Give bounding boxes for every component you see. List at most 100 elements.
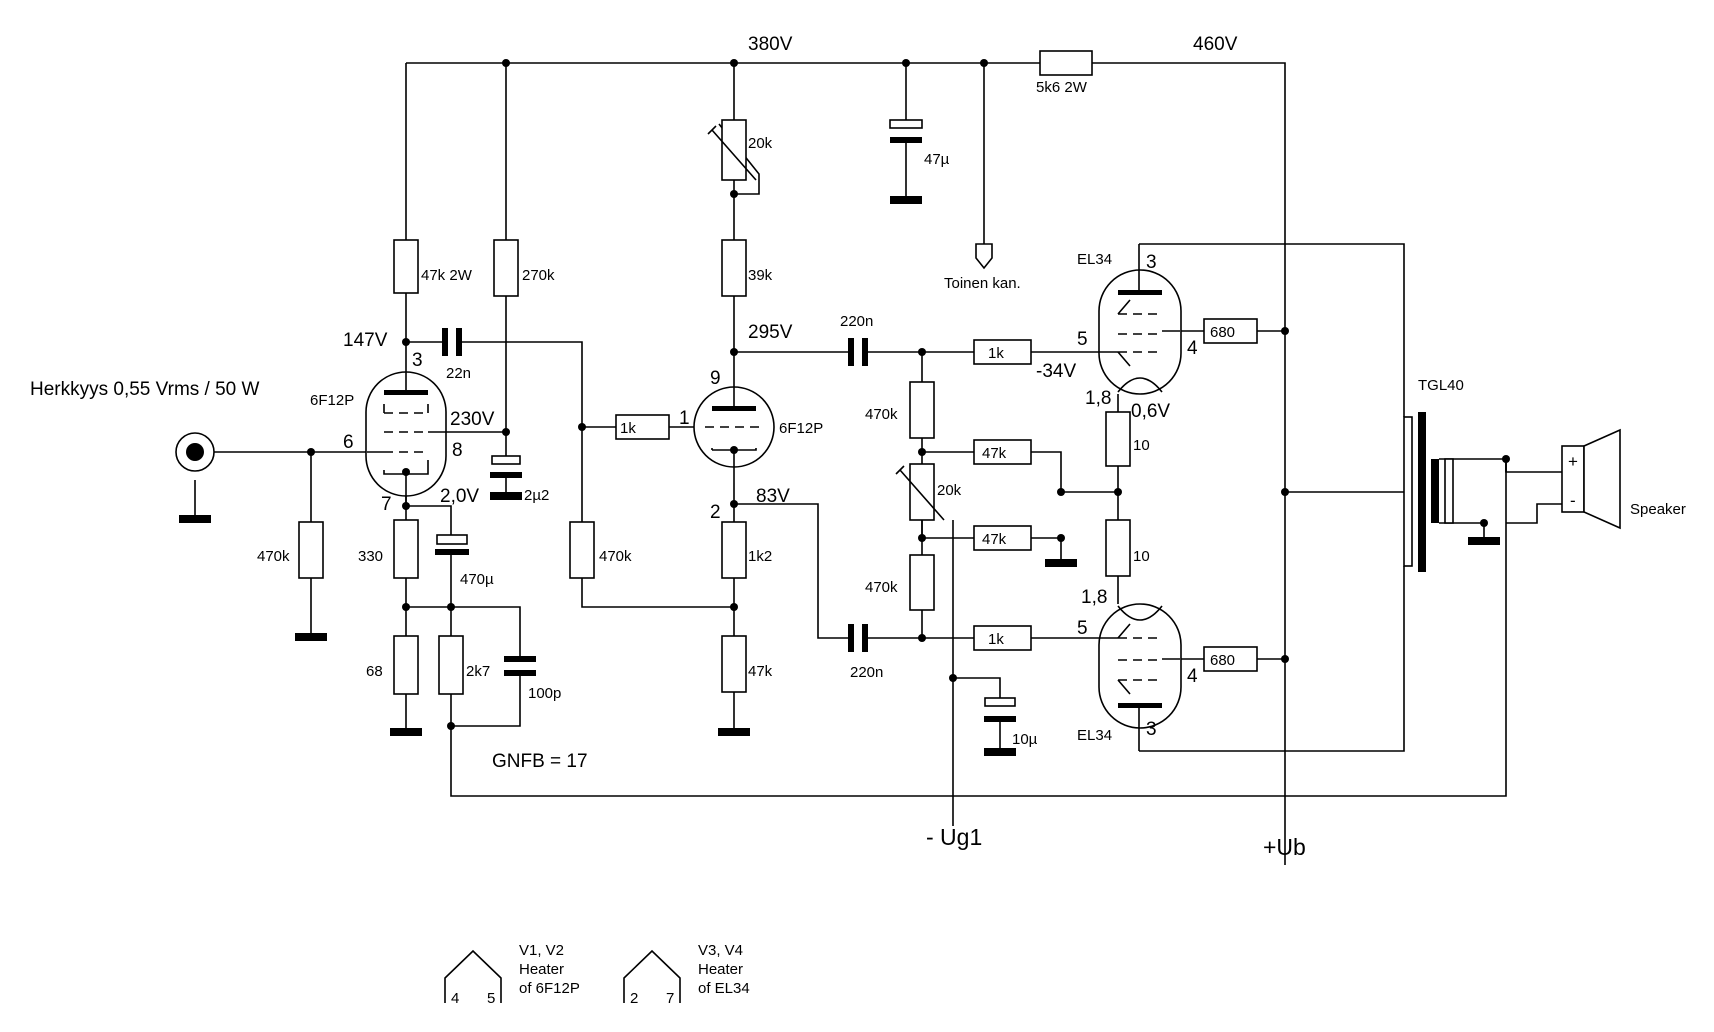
label-39k: 39k xyxy=(748,267,773,284)
speaker xyxy=(1561,428,1621,530)
resistors xyxy=(298,50,1258,695)
label-10u: 10µ xyxy=(1012,731,1038,748)
resistor-10-b xyxy=(1105,519,1131,577)
voltage-460v: 460V xyxy=(1193,34,1238,55)
pin-v1-6: 6 xyxy=(343,432,354,453)
label-1k-upper: 1k xyxy=(988,345,1004,362)
resistor-pot-20k-top xyxy=(721,119,747,181)
label-47k-b: 47k xyxy=(982,531,1007,548)
tube-label-v3: EL34 xyxy=(1077,251,1112,268)
neg-ug1-label: - Ug1 xyxy=(926,824,982,850)
pin-v2-1: 1 xyxy=(679,408,690,429)
label-680-upper: 680 xyxy=(1210,324,1235,341)
tube-label-v1: 6F12P xyxy=(310,392,354,409)
capacitors xyxy=(435,112,1016,748)
label-47k-cathode: 47k xyxy=(748,663,773,680)
pin-v4-3: 3 xyxy=(1146,719,1157,740)
pin-v1-7: 7 xyxy=(381,494,392,515)
voltage-295v: 295V xyxy=(748,322,793,343)
tube-label-v4: EL34 xyxy=(1077,727,1112,744)
pin-v1-8: 8 xyxy=(452,440,463,461)
voltage-0-6v: 0,6V xyxy=(1131,401,1170,422)
speaker-minus: - xyxy=(1570,491,1576,510)
resistor-47k-b xyxy=(973,525,1032,551)
pin-v3-3: 3 xyxy=(1146,252,1157,273)
label-10-a: 10 xyxy=(1133,437,1150,454)
label-10-b: 10 xyxy=(1133,548,1150,565)
speaker-plus: + xyxy=(1568,452,1578,471)
label-47k-a: 47k xyxy=(982,445,1007,462)
label-5k6: 5k6 2W xyxy=(1036,79,1088,96)
label-47u: 47µ xyxy=(924,151,950,168)
grounds xyxy=(179,196,1500,756)
label-1k2: 1k2 xyxy=(748,548,772,565)
pos-ub-label: +Ub xyxy=(1263,834,1306,860)
resistor-47k-cathode xyxy=(721,635,747,693)
heater-2-pin-b: 7 xyxy=(666,990,674,1007)
heater-symbols xyxy=(444,949,681,1003)
pin-v4-1-8: 1,8 xyxy=(1081,587,1107,608)
resistor-680-upper xyxy=(1203,318,1258,344)
label-470k-a: 470k xyxy=(865,406,898,423)
label-2u2: 2µ2 xyxy=(524,487,549,504)
pin-v4-4: 4 xyxy=(1187,666,1198,687)
label-22n: 22n xyxy=(446,365,471,382)
pin-v2-2: 2 xyxy=(710,502,721,523)
label-2k7: 2k7 xyxy=(466,663,490,680)
other-channel-label: Toinen kan. xyxy=(944,275,1021,292)
pin-v2-9: 9 xyxy=(710,368,721,389)
resistor-270k xyxy=(493,239,519,297)
resistor-68 xyxy=(393,635,419,695)
voltage-2-0v: 2,0V xyxy=(440,486,479,507)
resistor-39k xyxy=(721,239,747,297)
tube-v3 xyxy=(1082,244,1182,395)
resistor-5k6 xyxy=(1039,50,1093,76)
pin-v4-5: 5 xyxy=(1077,618,1088,639)
label-1k-grid: 1k xyxy=(620,420,636,437)
label-330: 330 xyxy=(358,548,383,565)
text-labels: 380V 460V 295V 147V 230V 2,0V 83V -34V 0… xyxy=(30,34,1686,1007)
label-20k-bias: 20k xyxy=(937,482,962,499)
output-transformer xyxy=(1403,412,1454,572)
heater-1-line-1: V1, V2 xyxy=(519,942,564,959)
voltage-147v: 147V xyxy=(343,330,388,351)
label-220n-top: 220n xyxy=(840,313,873,330)
heater-2-pin-a: 2 xyxy=(630,990,638,1007)
tube-v1 xyxy=(365,368,465,510)
voltage-minus-34v: -34V xyxy=(1036,361,1076,382)
label-100p: 100p xyxy=(528,685,561,702)
tube-v2 xyxy=(693,385,775,483)
resistor-470k-mid xyxy=(569,521,595,579)
label-470u: 470µ xyxy=(460,571,494,588)
label-470k-mid: 470k xyxy=(599,548,632,565)
wiring xyxy=(212,62,1562,865)
label-470k-input: 470k xyxy=(257,548,290,565)
resistor-330 xyxy=(393,519,419,579)
input-jack xyxy=(175,432,215,472)
pin-v3-1-8: 1,8 xyxy=(1085,388,1111,409)
sensitivity-label: Herkkyys 0,55 Vrms / 50 W xyxy=(30,379,260,400)
voltage-83v: 83V xyxy=(756,486,790,507)
resistor-1k-grid xyxy=(615,414,670,440)
resistor-470k-input xyxy=(298,521,324,579)
voltage-380v: 380V xyxy=(748,34,793,55)
heater-2-line-1: V3, V4 xyxy=(698,942,743,959)
label-470k-b: 470k xyxy=(865,579,898,596)
heater-1-line-3: of 6F12P xyxy=(519,980,580,997)
transformer-label: TGL40 xyxy=(1418,377,1464,394)
resistor-470k-b xyxy=(909,554,935,611)
heater-1-pin-a: 4 xyxy=(451,990,459,1007)
resistor-10-a xyxy=(1105,411,1131,467)
resistor-47k-a xyxy=(973,439,1032,465)
gnfb-label: GNFB = 17 xyxy=(492,751,588,772)
heater-1-line-2: Heater xyxy=(519,961,564,978)
resistor-470k-a xyxy=(909,381,935,439)
pin-v3-5: 5 xyxy=(1077,329,1088,350)
label-1k-lower: 1k xyxy=(988,631,1004,648)
other-channel-connector xyxy=(975,243,993,270)
resistor-1k2 xyxy=(721,521,747,579)
speaker-label: Speaker xyxy=(1630,501,1686,518)
heater-2-line-3: of EL34 xyxy=(698,980,750,997)
junctions xyxy=(307,59,1510,730)
